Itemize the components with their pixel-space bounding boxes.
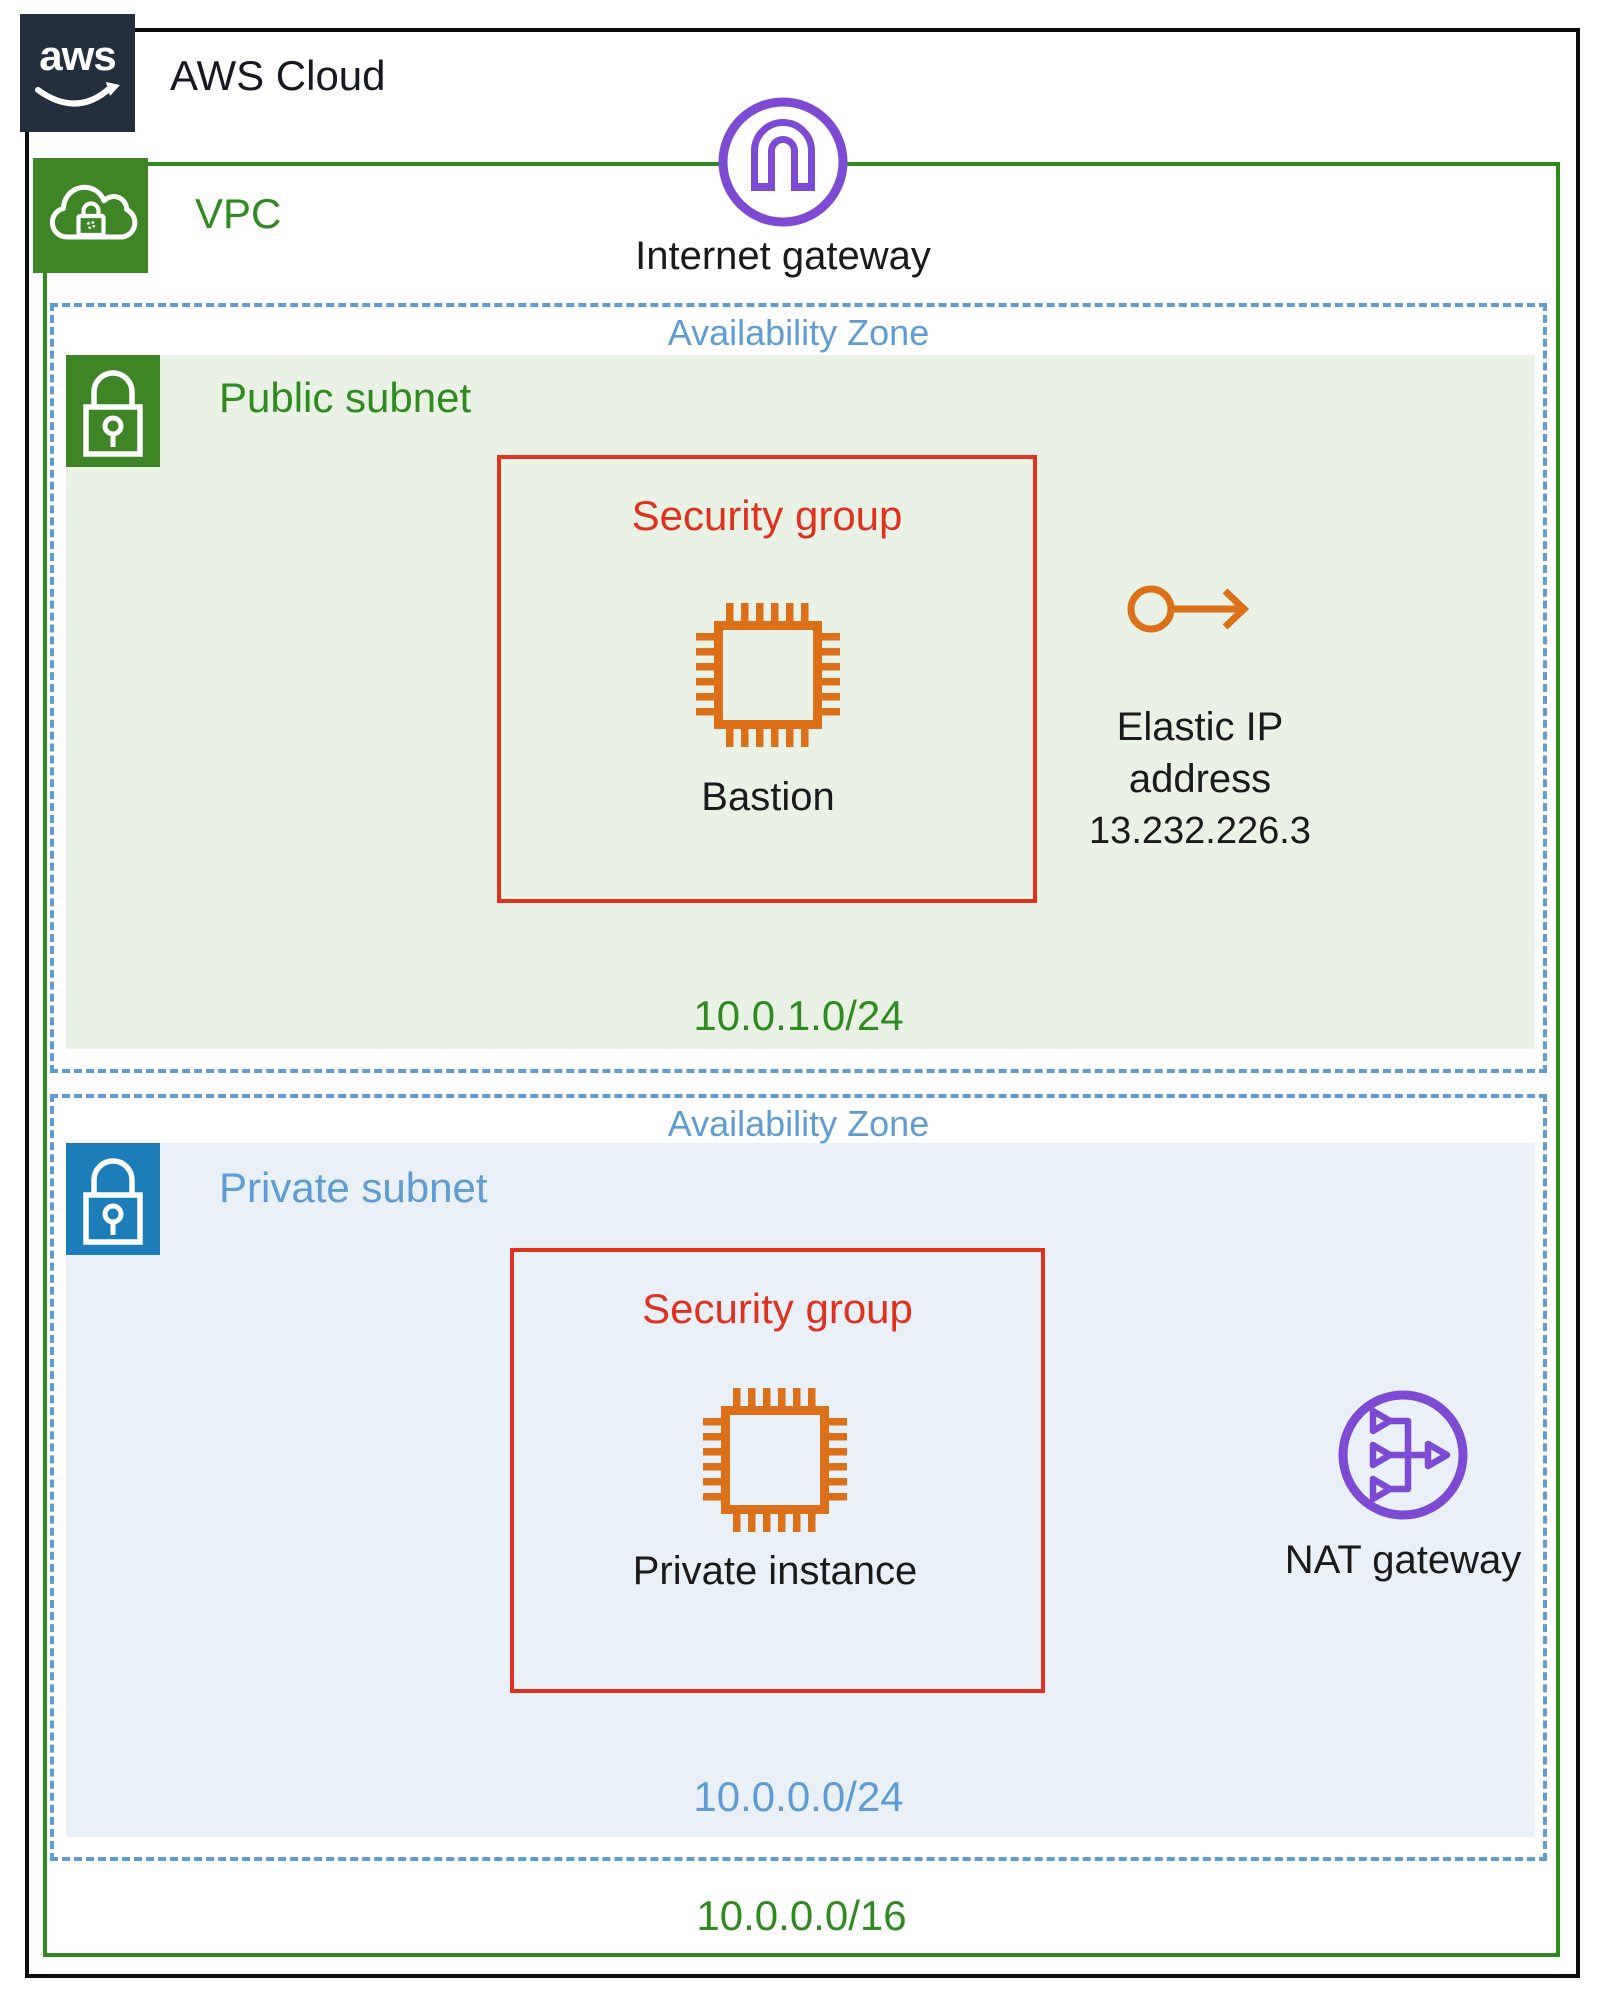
security-group-2-box [510, 1248, 1045, 1693]
internet-gateway-icon [718, 97, 848, 227]
nat-gateway-icon [1338, 1390, 1468, 1520]
vpc-icon [33, 158, 148, 273]
availability-zone-2-label: Availability Zone [667, 1103, 930, 1144]
aws-cloud-label: AWS Cloud [170, 52, 386, 99]
ec2-instance-icon-bastion [696, 603, 840, 747]
private-subnet-label: Private subnet [219, 1164, 488, 1211]
private-subnet-lock-icon [66, 1143, 160, 1255]
elastic-ip-address: 13.232.226.3 [1089, 810, 1311, 852]
nat-gateway-label: NAT gateway [1284, 1538, 1522, 1582]
security-group-1-label: Security group [631, 492, 903, 539]
availability-zone-2-box [50, 1094, 1547, 1861]
vpc-label: VPC [195, 190, 282, 237]
aws-cloud-box [25, 28, 1580, 1978]
elastic-ip-icon [1127, 585, 1250, 633]
ec2-instance-icon-private [703, 1388, 847, 1532]
security-group-1-box [497, 455, 1037, 903]
aws-smile-icon [35, 82, 120, 107]
aws-logo-icon: aws [20, 14, 135, 132]
internet-gateway-label: Internet gateway [635, 234, 931, 278]
availability-zone-1-label: Availability Zone [667, 312, 930, 353]
bastion-label: Bastion [701, 775, 835, 819]
elastic-ip-label-line2: address [1128, 757, 1272, 801]
private-subnet-box [66, 1143, 1535, 1837]
elastic-ip-text: Elastic IP address 13.232.226.3 [1050, 701, 1350, 857]
private-subnet-cidr: 10.0.0.0/24 [693, 1773, 904, 1820]
availability-zone-1-box [50, 303, 1547, 1073]
public-subnet-label: Public subnet [219, 374, 472, 421]
public-subnet-lock-icon [66, 355, 160, 467]
public-subnet-box [66, 355, 1535, 1049]
vpc-cidr: 10.0.0.0/16 [696, 1892, 907, 1939]
public-subnet-cidr: 10.0.1.0/24 [693, 992, 904, 1039]
aws-logo-text: aws [39, 32, 116, 79]
private-instance-label: Private instance [632, 1549, 918, 1593]
security-group-2-label: Security group [642, 1285, 913, 1332]
elastic-ip-label-line1: Elastic IP [1116, 705, 1284, 749]
